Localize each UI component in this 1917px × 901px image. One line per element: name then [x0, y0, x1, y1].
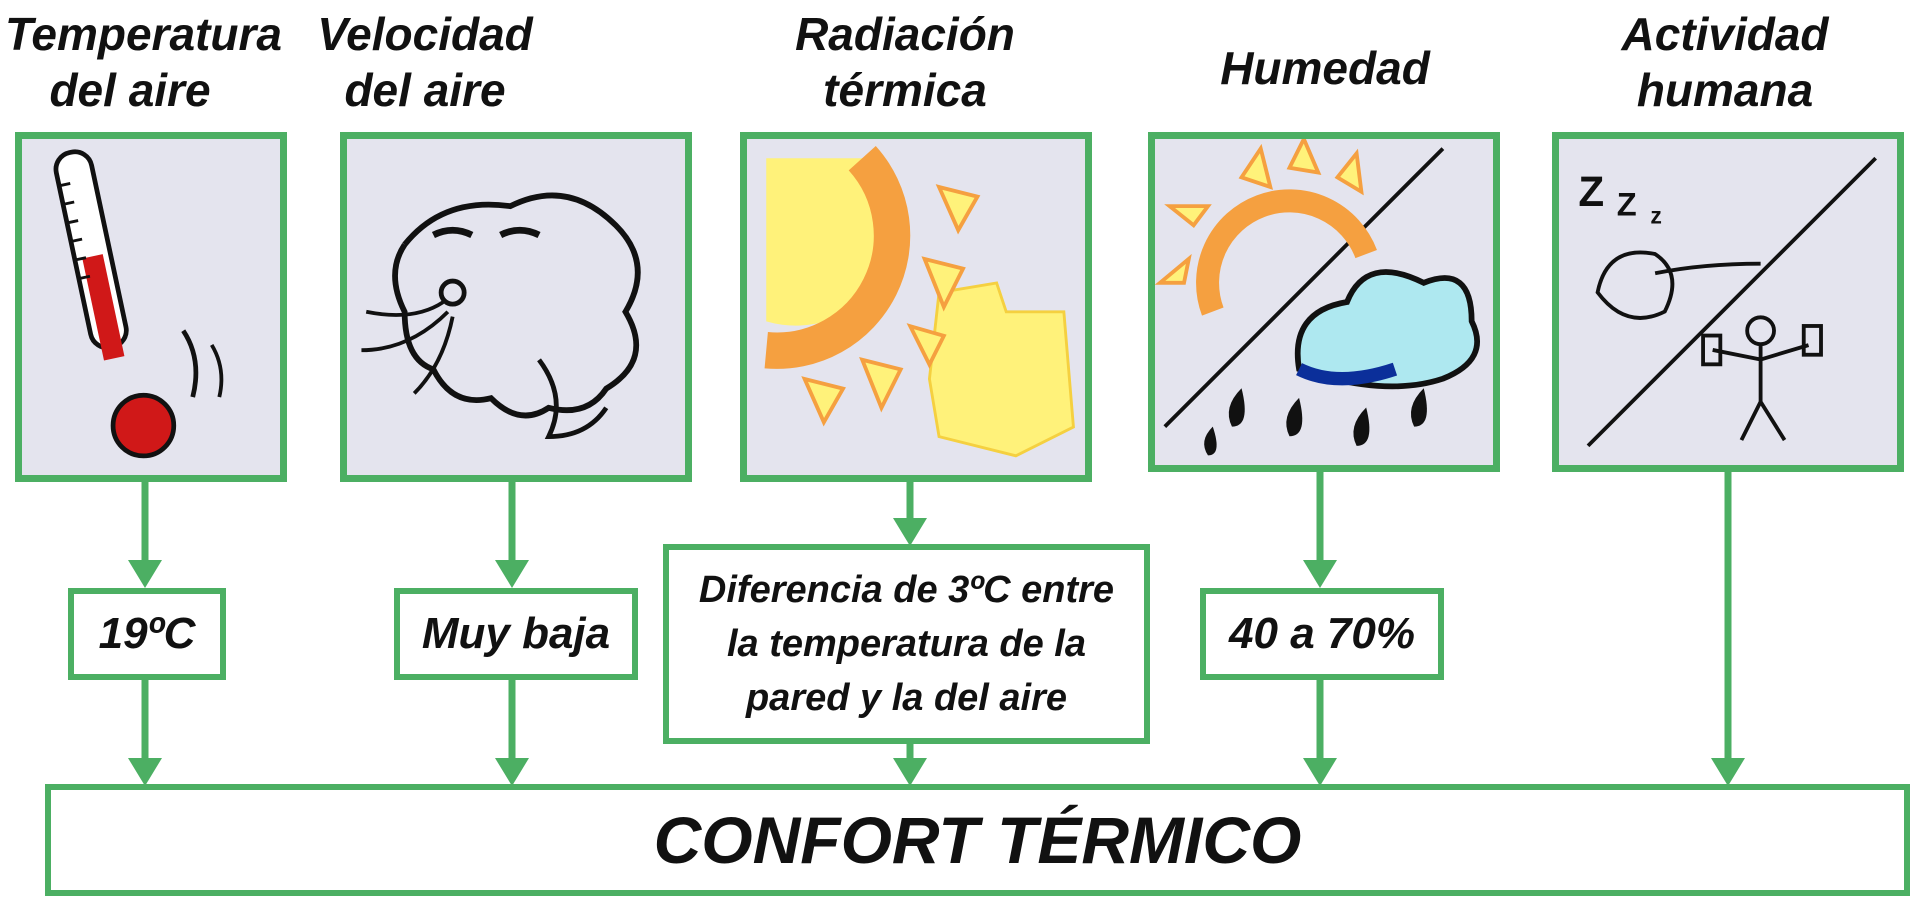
value-humedad: 40 a 70%	[1229, 609, 1415, 658]
heading-actividad: Actividad humana	[1585, 6, 1865, 118]
value-box-humedad: 40 a 70%	[1200, 588, 1444, 680]
heading-humedad-line1: Humedad	[1220, 42, 1430, 94]
heading-velocidad-line1: Velocidad	[317, 8, 533, 60]
heading-radiacion-line2: térmica	[823, 64, 987, 116]
panel-velocidad	[340, 132, 692, 482]
heading-radiacion-line1: Radiación	[795, 8, 1015, 60]
panel-radiacion	[740, 132, 1092, 482]
heading-humedad: Humedad	[1195, 40, 1455, 96]
heading-temperatura-line1: Temperatura	[5, 8, 282, 60]
heading-velocidad: Velocidad del aire	[300, 6, 550, 118]
value-radiacion-line2: la temperatura de la	[726, 623, 1087, 665]
thermometer-icon	[53, 149, 224, 459]
svg-text:Z: Z	[1617, 186, 1637, 223]
result-label: CONFORT TÉRMICO	[653, 803, 1302, 877]
sun-rain-icon	[1155, 139, 1480, 456]
heading-velocidad-line2: del aire	[344, 64, 506, 116]
panel-temperatura	[15, 132, 287, 482]
wind-face-icon	[361, 192, 641, 440]
value-box-velocidad: Muy baja	[394, 588, 638, 680]
value-radiacion-line3: pared y la del aire	[745, 677, 1068, 719]
value-velocidad: Muy baja	[421, 609, 611, 658]
svg-text:Z: Z	[1578, 168, 1604, 215]
sleep-exercise-icon: Z Z z	[1578, 156, 1878, 448]
heading-radiacion: Radiación térmica	[755, 6, 1055, 118]
heading-temperatura: Temperatura del aire	[5, 6, 282, 118]
result-box-confort: CONFORT TÉRMICO	[45, 784, 1910, 896]
svg-text:z: z	[1650, 202, 1662, 228]
value-box-temperatura: 19ºC	[68, 588, 226, 680]
heat-radiation-icon	[764, 145, 1075, 458]
panel-humedad	[1148, 132, 1500, 472]
value-box-radiacion: Diferencia de 3ºC entre la temperatura d…	[663, 544, 1150, 744]
heading-actividad-line1: Actividad	[1621, 8, 1829, 60]
value-temperatura: 19ºC	[98, 609, 196, 658]
heading-actividad-line2: humana	[1636, 64, 1814, 116]
panel-actividad: Z Z z	[1552, 132, 1904, 472]
value-radiacion-line1: Diferencia de 3ºC entre	[698, 569, 1115, 611]
heading-temperatura-line2: del aire	[49, 64, 211, 116]
